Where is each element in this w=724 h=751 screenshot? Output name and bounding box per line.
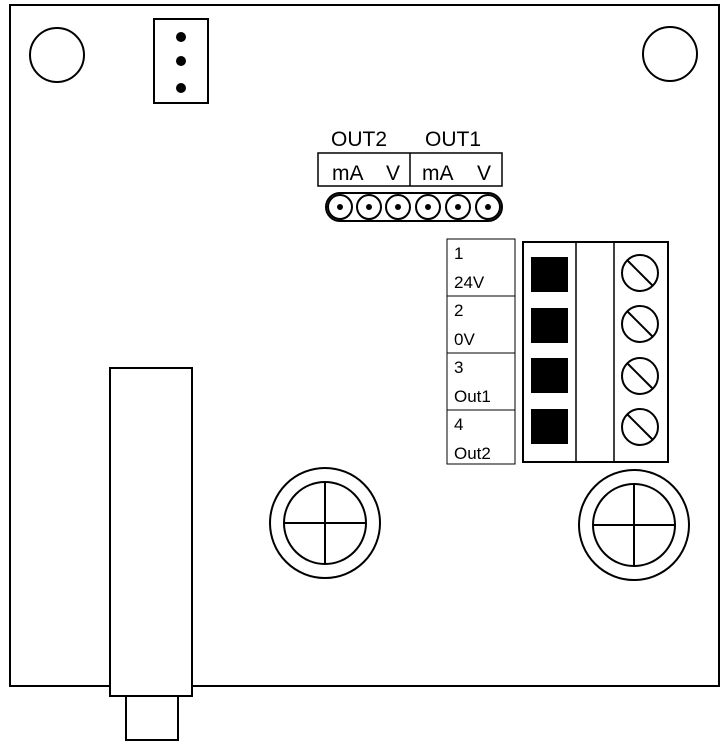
jumper-label-block: OUT2 OUT1 mA V mA V xyxy=(317,128,503,187)
wire-entry xyxy=(531,308,568,343)
terminal-4-name: Out2 xyxy=(454,444,491,463)
out1-label: OUT1 xyxy=(425,128,481,151)
mounting-screw-left xyxy=(269,467,381,579)
terminal-2-number: 2 xyxy=(454,301,463,320)
three-pin-header xyxy=(153,18,209,104)
header-pin xyxy=(176,32,186,42)
out2-v-label: V xyxy=(386,162,400,185)
terminal-3-name: Out1 xyxy=(454,387,491,406)
terminal-screw xyxy=(621,357,659,395)
mounting-screw-right xyxy=(578,469,690,581)
wire-entry xyxy=(531,409,568,444)
terminal-screw xyxy=(621,408,659,446)
terminal-screw xyxy=(621,254,659,292)
terminal-4-number: 4 xyxy=(454,415,463,434)
terminal-block xyxy=(522,241,669,463)
out2-ma-label: mA xyxy=(332,162,364,185)
wire-entry xyxy=(531,257,568,292)
mounting-hole-left xyxy=(29,27,85,83)
header-pin xyxy=(176,83,186,93)
terminal-1-number: 1 xyxy=(454,244,463,263)
terminal-labels: 1 24V 2 0V 3 Out1 4 Out2 xyxy=(446,238,516,465)
out2-label: OUT2 xyxy=(331,128,387,151)
terminal-2-name: 0V xyxy=(454,330,475,349)
mounting-hole-right xyxy=(642,26,698,82)
wire-entry xyxy=(531,358,568,393)
terminal-screw xyxy=(621,305,659,343)
out1-v-label: V xyxy=(477,162,491,185)
terminal-1-name: 24V xyxy=(454,273,485,292)
probe-connector xyxy=(109,367,193,741)
out1-ma-label: mA xyxy=(422,162,454,185)
jumper-pins xyxy=(325,192,503,222)
header-pin xyxy=(176,56,186,66)
terminal-3-number: 3 xyxy=(454,358,463,377)
